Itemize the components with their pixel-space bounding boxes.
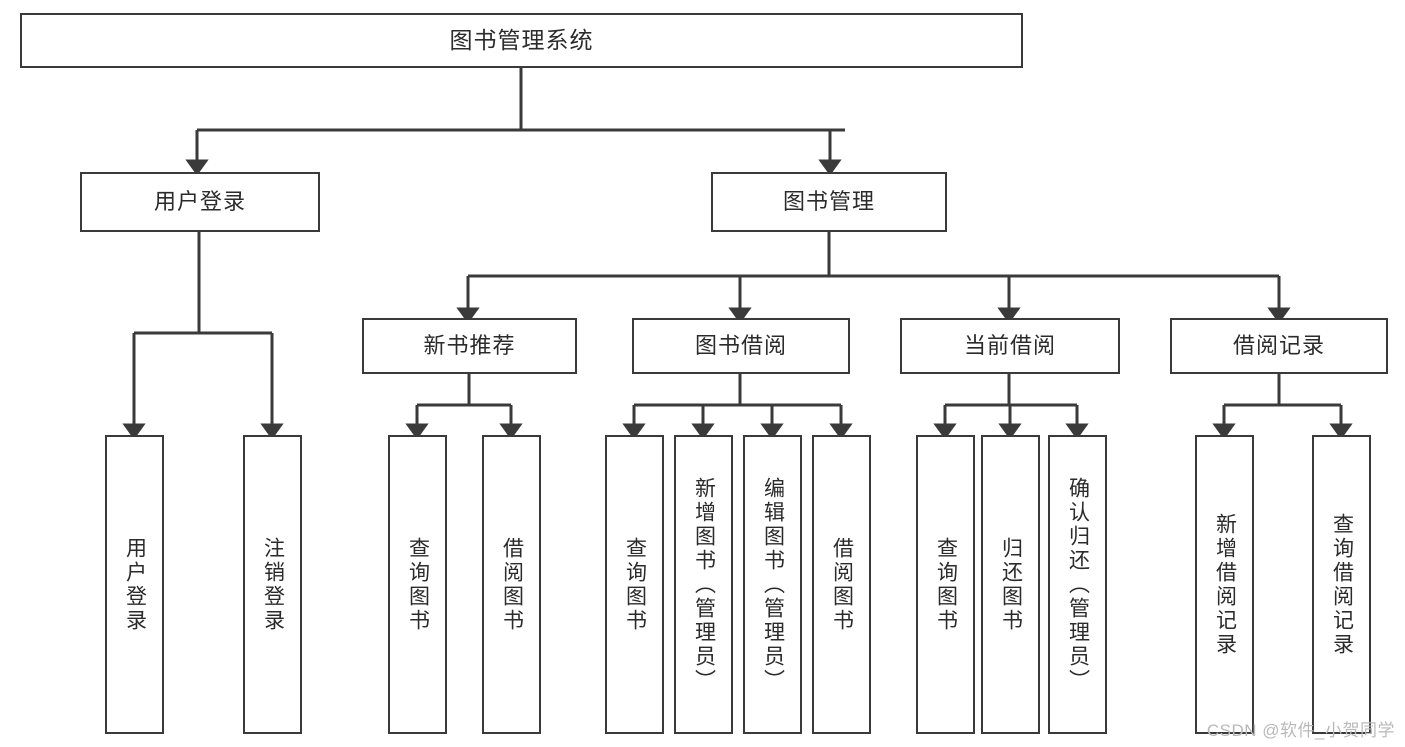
leaf-edit-book-label: 编辑图书（管理员） — [761, 476, 785, 693]
node-new-book-recommend-label: 新书推荐 — [423, 332, 516, 358]
leaf-user-login[interactable]: 用户登录 — [105, 435, 164, 734]
leaf-add-record-label: 新增借阅记录 — [1213, 512, 1237, 657]
node-new-book-recommend[interactable]: 新书推荐 — [362, 318, 577, 374]
node-current-borrow[interactable]: 当前借阅 — [900, 318, 1120, 374]
node-book-manage[interactable]: 图书管理 — [711, 172, 947, 232]
leaf-query-book-1[interactable]: 查询图书 — [388, 435, 447, 734]
leaf-query-record[interactable]: 查询借阅记录 — [1312, 435, 1371, 734]
leaf-edit-book[interactable]: 编辑图书（管理员） — [743, 435, 802, 734]
leaf-return-book-label: 归还图书 — [999, 536, 1023, 633]
leaf-confirm-return-label: 确认归还（管理员） — [1066, 476, 1090, 693]
leaf-query-book-3[interactable]: 查询图书 — [916, 435, 975, 734]
leaf-query-book-1-label: 查询图书 — [406, 536, 430, 633]
leaf-add-book[interactable]: 新增图书（管理员） — [674, 435, 733, 734]
node-user-login[interactable]: 用户登录 — [80, 172, 320, 232]
leaf-query-book-3-label: 查询图书 — [934, 536, 958, 633]
leaf-return-book[interactable]: 归还图书 — [981, 435, 1040, 734]
leaf-borrow-book-2[interactable]: 借阅图书 — [812, 435, 871, 734]
leaf-query-record-label: 查询借阅记录 — [1330, 512, 1354, 657]
leaf-user-login-label: 用户登录 — [123, 536, 147, 633]
leaf-query-book-2[interactable]: 查询图书 — [605, 435, 664, 734]
leaf-add-book-label: 新增图书（管理员） — [692, 476, 716, 693]
leaf-borrow-book-1-label: 借阅图书 — [500, 536, 524, 633]
leaf-confirm-return[interactable]: 确认归还（管理员） — [1048, 435, 1107, 734]
node-book-manage-label: 图书管理 — [782, 188, 875, 214]
csdn-watermark: CSDN @软件_小贺同学 — [1206, 721, 1395, 740]
node-root-label: 图书管理系统 — [449, 26, 594, 53]
leaf-logout-login[interactable]: 注销登录 — [243, 435, 302, 734]
leaf-add-record[interactable]: 新增借阅记录 — [1195, 435, 1254, 734]
leaf-borrow-book-2-label: 借阅图书 — [830, 536, 854, 633]
node-user-login-label: 用户登录 — [153, 188, 246, 214]
node-borrow-record[interactable]: 借阅记录 — [1170, 318, 1388, 374]
node-borrow-record-label: 借阅记录 — [1232, 332, 1325, 358]
node-book-borrow-label: 图书借阅 — [694, 332, 787, 358]
node-current-borrow-label: 当前借阅 — [963, 332, 1056, 358]
leaf-query-book-2-label: 查询图书 — [623, 536, 647, 633]
node-book-borrow[interactable]: 图书借阅 — [632, 318, 850, 374]
node-root[interactable]: 图书管理系统 — [20, 13, 1023, 68]
leaf-borrow-book-1[interactable]: 借阅图书 — [482, 435, 541, 734]
leaf-logout-login-label: 注销登录 — [261, 536, 285, 633]
